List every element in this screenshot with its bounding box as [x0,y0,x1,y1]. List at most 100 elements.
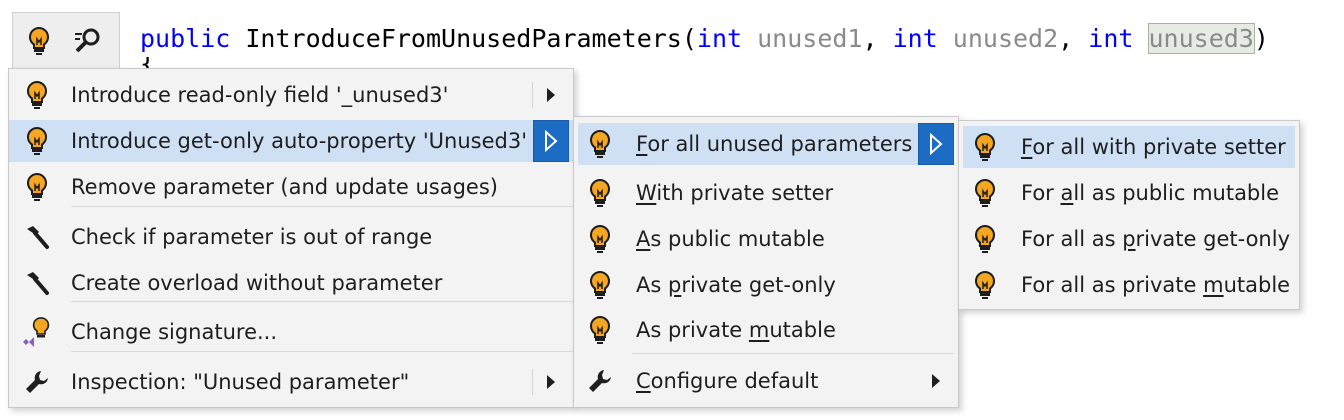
menu-item-label: As public mutable [636,218,825,260]
menu-item[interactable]: For all unused parameters [578,123,954,165]
wrench-icon [21,366,53,398]
menu-item-label: For all with private setter [1021,126,1286,168]
menu-item-label: With private setter [636,172,833,214]
hammer-icon [21,267,53,299]
submenu-arrow-icon[interactable] [918,360,954,402]
menu-item-label: Remove parameter (and update usages) [71,175,498,199]
comma: , [1058,24,1089,53]
lightbulb-icon [969,131,1001,163]
menu-item-label: For all unused parameters [636,123,912,165]
label-part: rivate get-only [1135,227,1290,251]
param-unused1: unused1 [742,24,863,53]
label-part: As [636,273,668,297]
access-key: A [636,227,651,251]
comma: , [862,24,893,53]
code-line: public IntroduceFromUnusedParameters(int… [140,20,1269,60]
wrench-icon [584,365,616,397]
submenu-arrow-icon[interactable] [533,120,569,162]
divider [532,369,533,395]
lightbulb-icon [584,223,616,255]
label-part: utable [769,318,836,342]
label-part: rivate get-only [681,273,836,297]
access-key: F [1021,135,1033,159]
menu-item[interactable]: As private mutable [578,309,954,351]
submenu-arrow-icon[interactable] [533,361,569,403]
menu-item-label: Create overload without parameter [71,271,443,295]
action-gutter [12,12,120,68]
menu-item-label: Configure default [636,360,818,402]
label-part: or all unused parameters [647,132,913,156]
menu-item-label: Inspection: "Unused parameter" [71,370,410,394]
lightbulb-icon [969,177,1001,209]
menu-item[interactable]: For all with private setter [963,126,1295,168]
lightbulb-icon [584,128,616,160]
search-hammer-icon[interactable] [71,25,103,57]
menu-item-label: Introduce read-only field '_unused3' [71,83,449,107]
divider [532,82,533,108]
menu-separator [632,353,954,354]
lightbulb-icon[interactable] [23,25,55,57]
hammer-icon [21,221,53,253]
access-key: a [1060,181,1074,205]
menu-separator [71,206,573,207]
lightbulb-icon [584,177,616,209]
lightbulb-icon [21,171,53,203]
menu-item-label: For all as private get-only [1021,218,1290,260]
lightbulb-icon [969,223,1001,255]
open-brace: { [140,57,155,69]
label-part: For [1021,181,1061,205]
param-unused3-highlighted[interactable]: unused3 [1147,23,1255,54]
label-part: onfigure default [650,369,819,393]
param-unused2: unused2 [937,24,1059,53]
label-part: utable [1223,273,1291,297]
keyword-public: public [140,24,231,53]
access-key: m [748,318,770,342]
menu-separator [71,351,573,352]
menu-item-label: As private get-only [636,264,836,306]
access-key: F [636,132,648,156]
menu-item[interactable]: Remove parameter (and update usages) [9,166,573,208]
menu-item-label: As private mutable [636,309,836,351]
menu-item[interactable]: Create overload without parameter [9,262,573,304]
menu-item[interactable]: For all as private get-only [963,218,1295,260]
access-key: p [667,273,682,297]
label-part: s public mutable [650,227,825,251]
submenu-arrow-icon[interactable] [918,123,954,165]
menu-item-label: Change signature... [71,320,278,344]
menu-item-label: Check if parameter is out of range [71,225,433,249]
menu-item[interactable]: Introduce read-only field '_unused3' [9,74,573,116]
menu-item[interactable]: Inspection: "Unused parameter" [9,361,573,403]
label-part: For all as private [1021,273,1204,297]
lightbulb-icon [969,269,1001,301]
label-part: ll as public mutable [1073,181,1280,205]
menu-separator [71,301,573,302]
access-key: W [636,181,657,205]
menu-item[interactable]: As private get-only [578,264,954,306]
keyword-int: int [696,24,743,53]
close-paren: ) [1253,24,1269,53]
menu-item-label: Introduce get-only auto-property 'Unused… [71,129,527,153]
access-key: p [1122,227,1136,251]
menu-item[interactable]: With private setter [578,172,954,214]
access-key: C [636,369,651,393]
lightbulb-icon [21,79,53,111]
space [1133,24,1148,53]
quick-actions-menu: Introduce read-only field '_unused3' Intr… [8,68,574,408]
menu-item[interactable]: Change signature... [9,311,573,353]
submenu-arrow-icon[interactable] [533,74,569,116]
menu-item[interactable]: Check if parameter is out of range [9,216,573,258]
menu-item[interactable]: Introduce get-only auto-property 'Unused… [9,120,573,162]
menu-item[interactable]: For all as public mutable [963,172,1295,214]
menu-item-label: For all as public mutable [1021,172,1279,214]
lightbulb-icon [584,314,616,346]
keyword-int: int [1088,24,1134,53]
access-key: m [1203,273,1224,297]
menu-item[interactable]: Configure default [578,360,954,402]
menu-item[interactable]: As public mutable [578,218,954,260]
label-part: For all as [1021,227,1123,251]
vs-lightbulb-icon [21,316,53,348]
label-part: ith private setter [656,181,834,205]
menu-item[interactable]: For all as private mutable [963,264,1295,306]
